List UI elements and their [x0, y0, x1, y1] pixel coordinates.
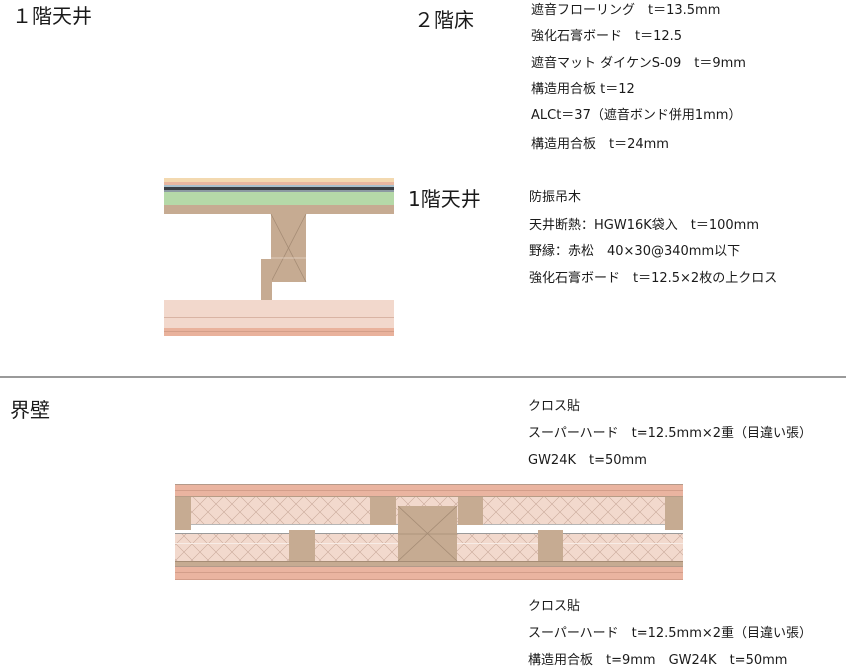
- wall-section-heading: 界壁: [10, 398, 50, 422]
- ceiling-spec-item: 天井断熱：HGW16K袋入 t＝100mm: [529, 218, 760, 233]
- ceiling-boards: [164, 300, 394, 336]
- floor-spec-item: 構造用合板 t＝24mm: [531, 137, 669, 152]
- floor-spec-item: 構造用合板 t＝12: [531, 82, 635, 97]
- wall-bottom-boards: [175, 561, 683, 580]
- floor-spec-item: ALCt＝37（遮音ボンド併用1mm）: [531, 108, 742, 123]
- wall-top-spec-item: スーパーハード t=12.5mm×2重（目違い張）: [528, 426, 813, 441]
- floor-spec-item: 遮音マット ダイケンS-09 t＝9mm: [531, 56, 746, 71]
- floor-ceiling-section-diagram: [164, 178, 394, 336]
- upper-studs: [175, 497, 683, 530]
- ceiling-spec-item: 強化石膏ボード t＝12.5×2枚の上クロス: [529, 271, 778, 286]
- floor-spec-item: 遮音フローリング t＝13.5mm: [531, 3, 721, 18]
- section-divider: [0, 376, 846, 378]
- first-floor-ceiling-label: 1階天井: [408, 187, 481, 211]
- wall-bottom-spec-item: クロス貼: [528, 599, 581, 614]
- floor-spec-item: 強化石膏ボード t＝12.5: [531, 29, 683, 44]
- ceiling-spec-item: 防振吊木: [529, 190, 582, 205]
- ceiling-hanger: [261, 213, 307, 300]
- wall-top-boards: [175, 484, 683, 497]
- wall-bottom-spec-item: スーパーハード t=12.5mm×2重（目違い張）: [528, 626, 813, 641]
- center-post: [397, 505, 458, 562]
- floor-layers: [164, 178, 394, 214]
- second-floor-label: ２階床: [414, 8, 474, 32]
- wall-top-spec-item: クロス貼: [528, 399, 581, 414]
- lower-studs: [289, 530, 563, 561]
- wall-bottom-spec-item: 構造用合板 t=9mm GW24K t=50mm: [528, 653, 788, 668]
- ceiling-spec-item: 野縁：赤松 40×30@340mm以下: [529, 244, 741, 259]
- ceiling-section-heading: １階天井: [12, 4, 92, 28]
- wall-top-spec-item: GW24K t=50mm: [528, 453, 647, 468]
